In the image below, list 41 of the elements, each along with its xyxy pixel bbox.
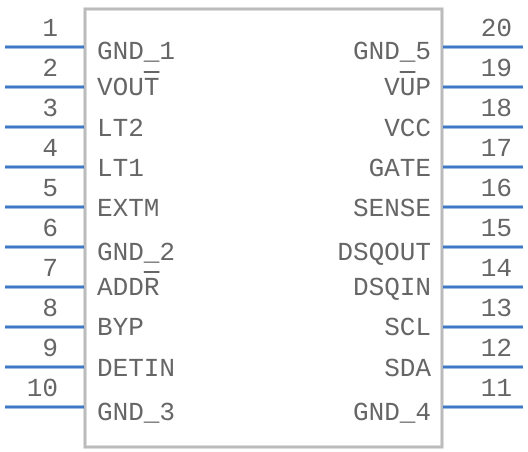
pin-number: 7 xyxy=(42,255,58,283)
pin-name: LT2 xyxy=(97,115,144,143)
pin-name: SENSE xyxy=(352,195,431,223)
pin-name: DSQIN xyxy=(352,274,431,302)
chip-body xyxy=(84,8,444,448)
pin-name: GND_5 xyxy=(352,38,431,66)
pin-number: 15 xyxy=(480,215,512,243)
pin-name: GND_4 xyxy=(352,399,431,427)
pin-number: 10 xyxy=(26,375,58,403)
pin-name: VCC xyxy=(384,115,431,143)
pin-number: 5 xyxy=(42,175,58,203)
pin-name: VUP xyxy=(384,74,431,102)
pin-number: 6 xyxy=(42,215,58,243)
pin-name: SCL xyxy=(384,314,431,342)
pin-number: 16 xyxy=(480,175,512,203)
pin-number: 4 xyxy=(42,135,58,163)
pin-name: VOUT xyxy=(97,74,160,102)
pin-number: 19 xyxy=(480,55,512,83)
pin-name: GND_2 xyxy=(97,239,176,267)
pin-name: ADDR xyxy=(97,274,160,302)
pin-number: 18 xyxy=(480,95,512,123)
pin-number: 9 xyxy=(42,335,58,363)
pin-name: BYP xyxy=(97,314,144,342)
pin-number: 13 xyxy=(480,295,512,323)
pin-number: 3 xyxy=(42,95,58,123)
pin-name: DSQOUT xyxy=(337,239,431,267)
pin-number: 11 xyxy=(480,375,512,403)
pin-number: 14 xyxy=(480,255,512,283)
pin-name: GND_1 xyxy=(97,38,176,66)
pin-number: 8 xyxy=(42,295,58,323)
pin-number: 1 xyxy=(42,15,58,43)
pin-name: GATE xyxy=(368,155,431,183)
pin-number: 2 xyxy=(42,55,58,83)
pin-name: LT1 xyxy=(97,155,144,183)
pin-name: EXTM xyxy=(97,195,160,223)
pin-name: DETIN xyxy=(97,355,176,383)
pin-number: 12 xyxy=(480,335,512,363)
pin-name: GND_3 xyxy=(97,399,176,427)
pin-number: 20 xyxy=(480,15,512,43)
pin-number: 17 xyxy=(480,135,512,163)
pin-name: SDA xyxy=(384,355,431,383)
